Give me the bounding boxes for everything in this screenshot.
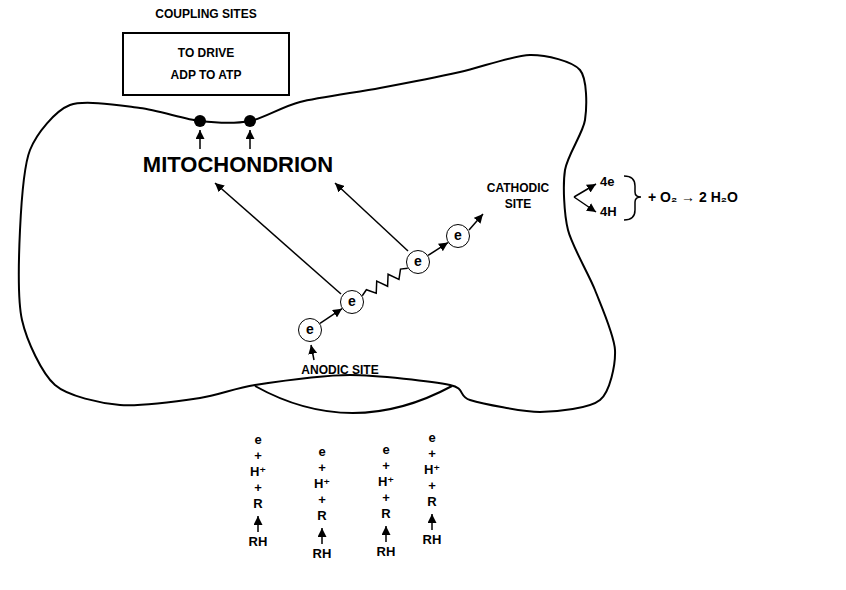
- leader-arrow: [335, 183, 408, 251]
- organelle-name: MITOCHONDRION: [128, 152, 348, 177]
- arrow-connector: [428, 243, 448, 256]
- electron-symbol: e: [454, 228, 462, 242]
- reaction-stack: e + H⁺ + R: [424, 430, 440, 510]
- up-arrow: [321, 528, 323, 544]
- zigzag-connector: [362, 268, 407, 296]
- leader-arrow: [311, 345, 314, 360]
- electron-symbol: e: [414, 254, 422, 268]
- leader-arrow: [215, 183, 341, 294]
- brace: [624, 176, 641, 220]
- coupling-node: COUPLING SITES TO DRIVE ADP TO ATP: [122, 6, 290, 96]
- site-label: RH: [313, 546, 332, 562]
- fork-arrow: [574, 184, 596, 197]
- arrow-connector: [320, 309, 342, 324]
- membrane-platform: [255, 386, 452, 413]
- up-arrow: [385, 526, 387, 542]
- site-label: RH: [423, 532, 442, 548]
- electron-symbol: e: [306, 322, 314, 336]
- reaction-stack: CATHODIC SITE: [487, 180, 549, 212]
- site-label: ANODIC SITE: [301, 362, 378, 378]
- electron-circle: e: [340, 290, 364, 314]
- site-label: 4e: [600, 174, 614, 190]
- electron-circle: e: [298, 318, 322, 342]
- up-arrow: [431, 514, 433, 530]
- box-text: TO DRIVE ADP TO ATP: [168, 42, 244, 86]
- reaction-stack: e + H⁺ + R: [378, 442, 394, 522]
- electron-circle: e: [406, 250, 430, 274]
- fork-arrow: [574, 197, 596, 212]
- up-arrow: [257, 516, 259, 532]
- site-label: RH: [249, 534, 268, 550]
- electron-symbol: e: [348, 294, 356, 308]
- site-label: + O₂ → 2 H₂O: [648, 189, 738, 205]
- process-box: TO DRIVE ADP TO ATP: [122, 32, 290, 96]
- box-heading: COUPLING SITES: [122, 6, 290, 22]
- site-label: 4H: [600, 204, 617, 220]
- electron-circle: e: [446, 224, 470, 248]
- reaction-stack: e + H⁺ + R: [314, 444, 330, 524]
- leader-arrow: [199, 130, 201, 149]
- leader-arrow: [249, 130, 251, 149]
- reaction-stack: e + H⁺ + R: [250, 432, 266, 512]
- site-label: RH: [377, 544, 396, 560]
- leader-arrow: [469, 214, 483, 230]
- cell-outline: [19, 55, 615, 412]
